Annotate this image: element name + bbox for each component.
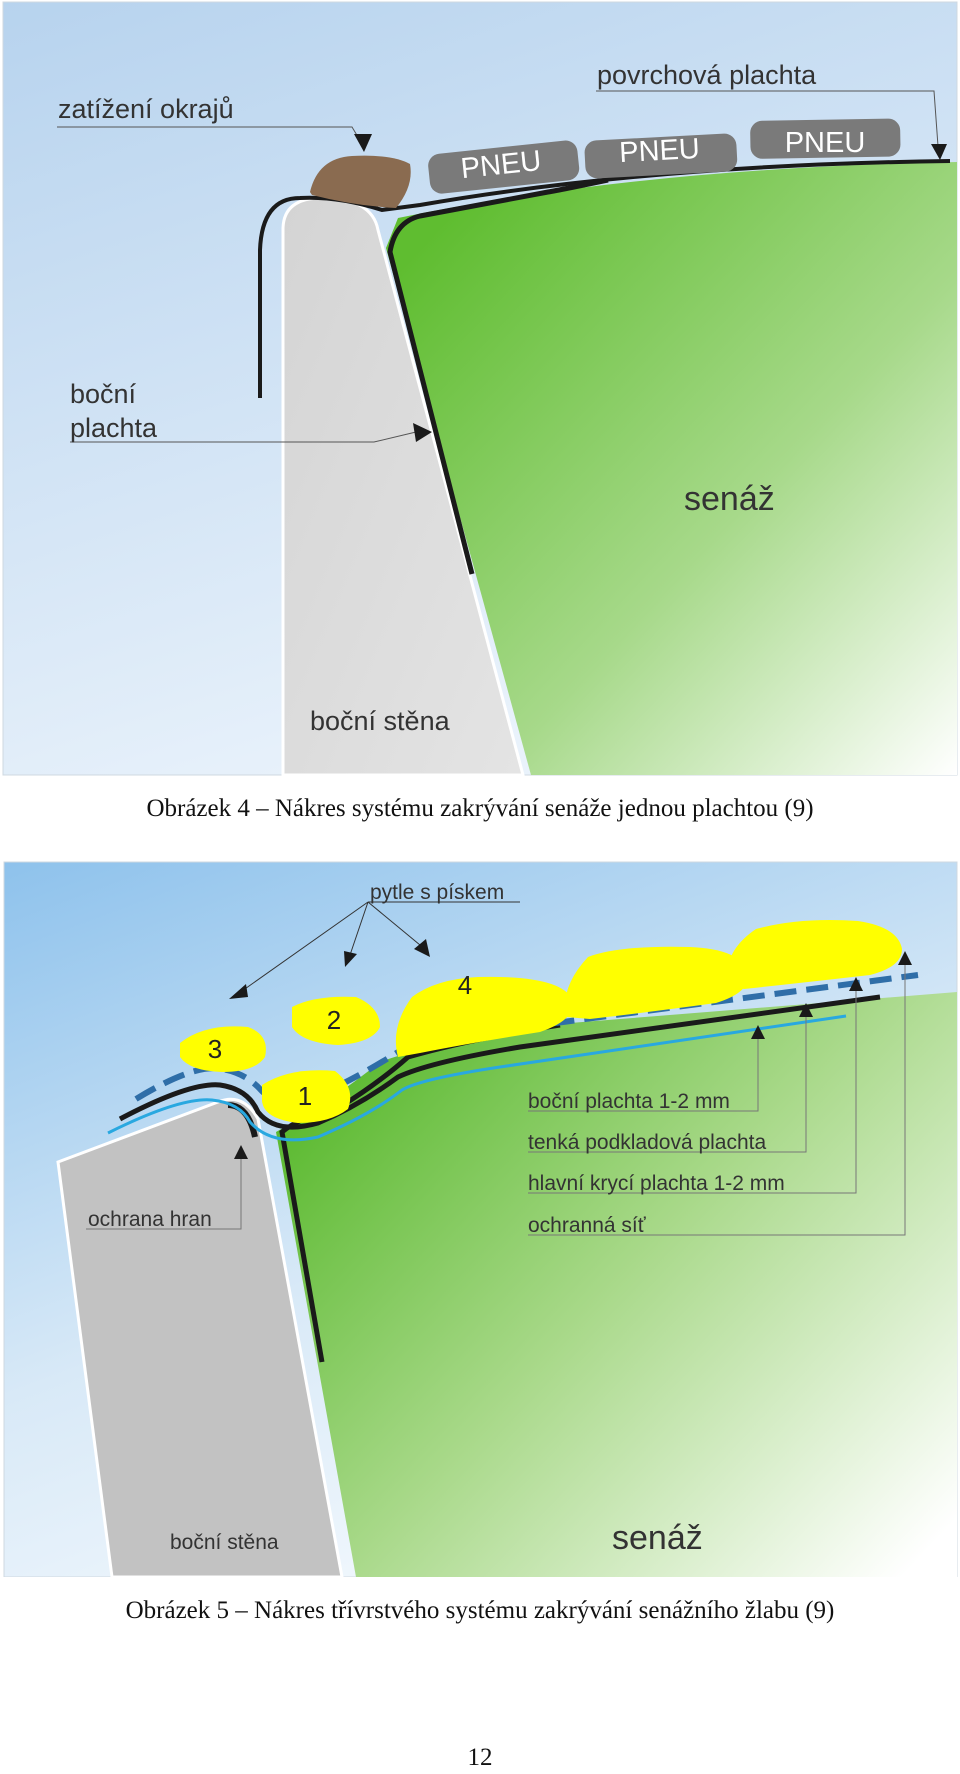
side-wall-label: boční stěna xyxy=(170,1531,279,1554)
sandbag-5 xyxy=(564,946,749,1019)
sandbags-leader xyxy=(241,901,520,992)
figure-5-caption: Obrázek 5 – Nákres třívrstvého systému z… xyxy=(125,1597,835,1624)
edge-load-label: zatížení okrajů xyxy=(58,94,234,124)
silage-shape xyxy=(386,162,957,775)
side-sheet-arrow xyxy=(413,423,432,442)
tire-2-label: PNEU xyxy=(618,133,700,169)
sandbag-4 xyxy=(395,976,573,1057)
surface-sheet-line xyxy=(258,159,951,398)
tire-2 xyxy=(584,133,738,179)
page-number: 12 xyxy=(467,1744,493,1771)
protective-net-label: ochranná síť xyxy=(528,1214,647,1237)
silage-label: senáž xyxy=(684,480,775,518)
main-cover-leader xyxy=(528,987,857,1194)
sandbags-arrow-2 xyxy=(344,951,357,967)
edge-load-arrow xyxy=(354,134,372,152)
edge-protection-leader xyxy=(86,1155,242,1230)
sandbag-3-label: 3 xyxy=(208,1034,222,1064)
figure-4-diagram: PNEU PNEU PNEU zatížení okrajů povrchová… xyxy=(2,1,958,776)
sandbag-2 xyxy=(292,996,380,1045)
side-sheet-arrow xyxy=(751,1025,765,1039)
protective-net-leader xyxy=(528,962,906,1236)
main-cover-line xyxy=(118,994,881,1130)
sandbag-2-label: 2 xyxy=(327,1005,341,1035)
tire-1 xyxy=(428,140,580,194)
edge-protection-label: ochrana hran xyxy=(88,1208,212,1231)
sandbags-arrow-3 xyxy=(414,939,430,957)
sandbag-6 xyxy=(727,920,902,989)
side-sheet-label-line2: plachta xyxy=(70,413,158,443)
sandbags-label: pytle s pískem xyxy=(370,881,504,904)
surface-sheet-label: povrchová plachta xyxy=(597,60,817,90)
silage-label: senáž xyxy=(612,1519,703,1557)
surface-sheet-arrow xyxy=(931,144,947,160)
side-wall-label: boční stěna xyxy=(310,706,451,736)
thin-underlay-line xyxy=(107,1014,847,1142)
tire-3-label: PNEU xyxy=(785,127,866,159)
surface-sheet-leader xyxy=(596,90,939,147)
main-cover-arrow xyxy=(849,977,863,991)
edge-protection-arrow xyxy=(234,1145,248,1159)
side-sheet-label-line1: boční xyxy=(70,379,137,409)
sandbag-4-label: 4 xyxy=(458,970,472,1000)
tire-3 xyxy=(750,118,901,159)
edge-load-shape xyxy=(310,155,411,208)
thin-underlay-arrow xyxy=(799,1003,813,1017)
side-sheet-line xyxy=(387,177,609,575)
sandbag-1 xyxy=(262,1070,351,1123)
side-sheet-leader xyxy=(528,1037,759,1112)
sandbag-3 xyxy=(180,1026,266,1072)
figure-4-caption: Obrázek 4 – Nákres systému zakrývání sen… xyxy=(146,795,814,822)
side-sheet-label: boční plachta 1-2 mm xyxy=(528,1090,730,1113)
silage-shape xyxy=(276,992,957,1577)
main-cover-label: hlavní krycí plachta 1-2 mm xyxy=(528,1172,785,1195)
sandbag-1-label: 1 xyxy=(298,1081,312,1111)
sandbags-arrow-1 xyxy=(229,984,248,999)
protective-net-arrow xyxy=(898,951,912,965)
thin-underlay-leader xyxy=(528,1013,807,1153)
side-sheet-leader xyxy=(70,431,417,443)
thin-underlay-label: tenká podkladová plachta xyxy=(528,1131,766,1154)
figure-5-diagram: 3 1 2 4 pytle s pískem boční plachta 1-2… xyxy=(3,861,958,1577)
